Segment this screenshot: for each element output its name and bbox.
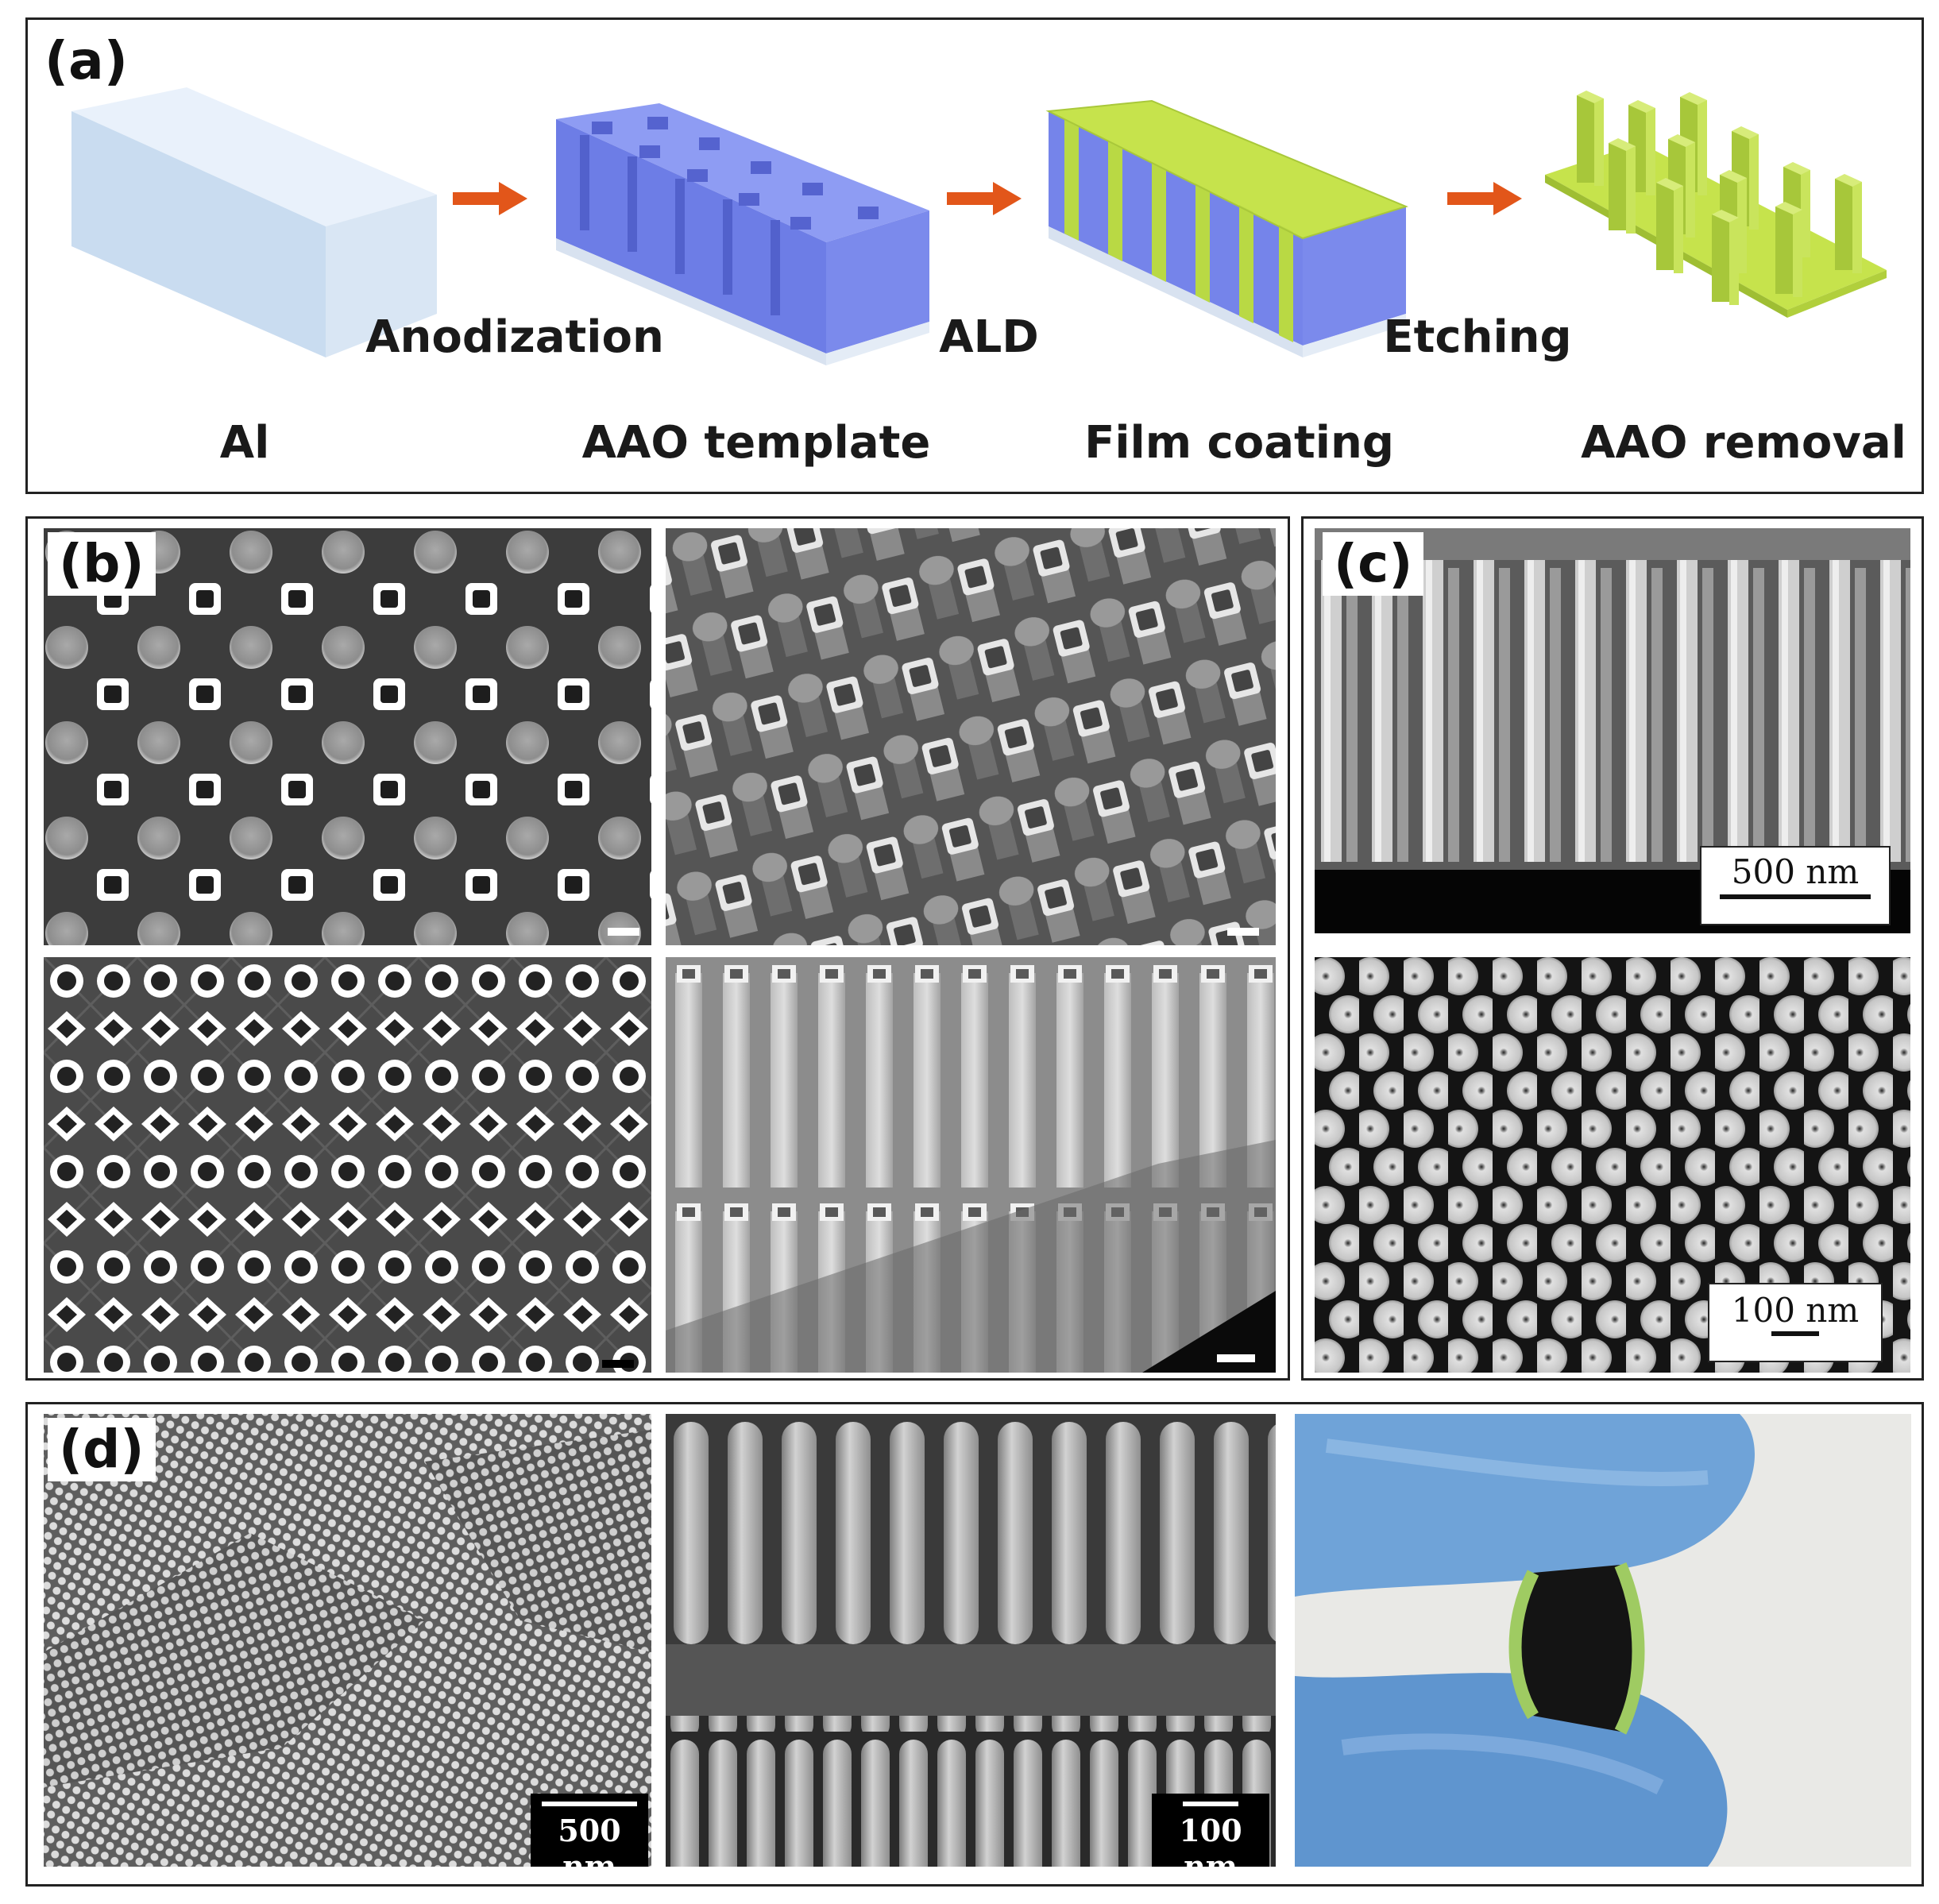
sem-b-tilted-view-square-tubes bbox=[666, 528, 1276, 945]
panel-d-label: (d) bbox=[48, 1418, 156, 1481]
sem-d-large-area-array bbox=[44, 1414, 651, 1867]
sem-b-tilted-view-tall-square-tubes bbox=[666, 957, 1276, 1373]
film-coating-block bbox=[1045, 99, 1408, 357]
sem-d-side-view-nanorods bbox=[666, 1414, 1276, 1867]
stage-al: Al bbox=[219, 417, 270, 469]
step-ald: ALD bbox=[939, 311, 1039, 363]
aao-template-block bbox=[556, 103, 929, 365]
stage-film-coating: Film coating bbox=[1084, 417, 1394, 469]
step-etching: Etching bbox=[1383, 311, 1572, 363]
scale-bar-c1-label: 500 nm bbox=[1731, 852, 1860, 891]
scale-bar-b1 bbox=[608, 928, 639, 936]
aao-removal-array bbox=[1545, 91, 1887, 318]
panel-a-label: (a) bbox=[44, 30, 128, 91]
photo-d-flexible-film bbox=[1295, 1414, 1911, 1867]
scale-bar-d2-line bbox=[1183, 1802, 1238, 1806]
al-block bbox=[71, 87, 437, 357]
scale-bar-b3 bbox=[602, 1360, 634, 1368]
sem-b-diamond-and-ring-array bbox=[44, 957, 651, 1373]
scale-bar-d2-label: 100 nm bbox=[1179, 1813, 1242, 1884]
scale-bar-c2-box: 100 nm bbox=[1708, 1283, 1883, 1362]
scale-bar-c1-line bbox=[1720, 894, 1871, 899]
process-arrow-2 bbox=[947, 182, 1022, 215]
scale-bar-d1-line bbox=[542, 1802, 637, 1806]
stage-aao-removal: AAO removal bbox=[1581, 417, 1906, 469]
sem-b-top-view-square-tubes bbox=[44, 528, 651, 945]
step-anodization: Anodization bbox=[365, 311, 664, 363]
stage-aao-template: AAO template bbox=[581, 417, 931, 469]
process-arrow-1 bbox=[453, 182, 527, 215]
scale-bar-c2-line bbox=[1771, 1331, 1819, 1336]
scale-bar-c1-box: 500 nm bbox=[1700, 846, 1891, 925]
scale-bar-b4 bbox=[1217, 1354, 1255, 1362]
scale-bar-d1-label: 500 nm bbox=[558, 1813, 621, 1884]
process-arrow-3 bbox=[1447, 182, 1522, 215]
scale-bar-b2 bbox=[1227, 928, 1259, 936]
scale-bar-d1-box: 500 nm bbox=[531, 1794, 648, 1884]
panel-c-label: (c) bbox=[1323, 532, 1424, 596]
panel-b-label: (b) bbox=[48, 532, 156, 596]
scale-bar-c2-label: 100 nm bbox=[1731, 1291, 1860, 1330]
scale-bar-d2-box: 100 nm bbox=[1152, 1794, 1269, 1884]
